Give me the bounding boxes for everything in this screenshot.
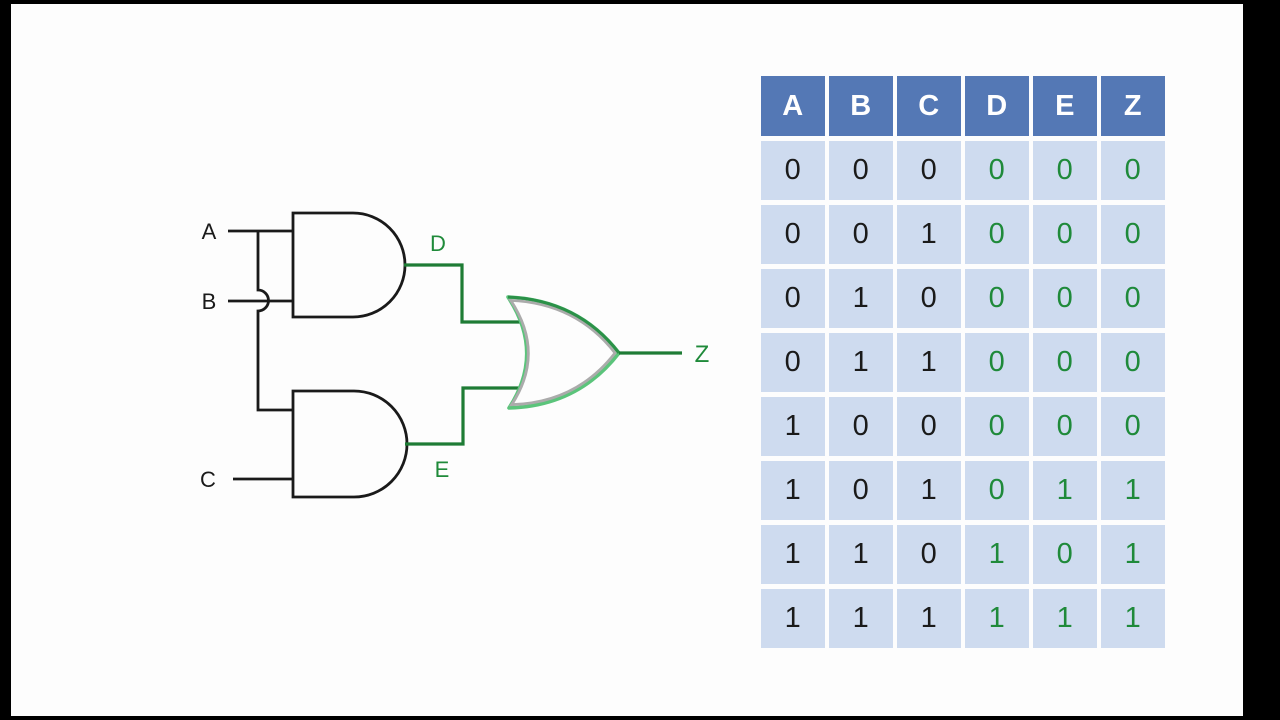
truth-table-cell-r5-c: 0 [897,396,961,456]
truth-table-header-z: Z [1101,76,1165,136]
truth-table-cell-r1-e: 0 [1033,140,1097,200]
truth-table-cell-r1-b: 0 [829,140,893,200]
truth-table-header-d: D [965,76,1029,136]
truth-table-cell-r3-b: 1 [829,268,893,328]
letterbox-bar-left [0,0,11,720]
truth-table-cell-r8-z: 1 [1101,588,1165,648]
truth-table-cell-r1-a: 0 [761,140,825,200]
truth-table-cell-r5-a: 1 [761,396,825,456]
truth-table-cell-r8-a: 1 [761,588,825,648]
truth-table-header-b: B [829,76,893,136]
truth-table-cell-r4-z: 0 [1101,332,1165,392]
and-gate-top [291,211,407,319]
wire-e [405,386,521,446]
truth-table-cell-r8-c: 1 [897,588,961,648]
truth-table-cell-r6-c: 1 [897,460,961,520]
truth-table-cell-r1-z: 0 [1101,140,1165,200]
truth-table-cell-r7-b: 1 [829,524,893,584]
wire-d [404,263,521,324]
letterbox-bar-bottom [0,716,1280,720]
truth-table-cell-r3-c: 0 [897,268,961,328]
truth-table-cell-r8-e: 1 [1033,588,1097,648]
label-wire-e: E [435,457,450,482]
truth-table-cell-r6-b: 0 [829,460,893,520]
and-gate-bottom [291,389,409,499]
label-input-a: A [202,219,217,244]
truth-table-cell-r4-b: 1 [829,332,893,392]
truth-table-cell-r2-d: 0 [965,204,1029,264]
truth-table-cell-r6-z: 1 [1101,460,1165,520]
truth-table-cell-r4-e: 0 [1033,332,1097,392]
truth-table-cell-r2-c: 1 [897,204,961,264]
truth-table-cell-r8-b: 1 [829,588,893,648]
truth-table-cell-r6-a: 1 [761,460,825,520]
truth-table-cell-r5-b: 0 [829,396,893,456]
truth-table-cell-r2-a: 0 [761,204,825,264]
label-input-b: B [202,289,217,314]
or-gate-top-edge [507,295,621,354]
truth-table-cell-r2-e: 0 [1033,204,1097,264]
truth-table-header-a: A [761,76,825,136]
truth-table-cell-r7-c: 0 [897,524,961,584]
truth-table-cell-r3-z: 0 [1101,268,1165,328]
truth-table-cell-r3-e: 0 [1033,268,1097,328]
truth-table-cell-r4-a: 0 [761,332,825,392]
label-output-z: Z [695,341,710,368]
letterbox-bar-right [1243,0,1280,720]
truth-table-cell-r4-d: 0 [965,332,1029,392]
truth-table-cell-r6-e: 1 [1033,460,1097,520]
truth-table-cell-r1-d: 0 [965,140,1029,200]
truth-table-header-c: C [897,76,961,136]
letterbox-bar-top [0,0,1280,4]
or-gate-shadow [508,298,617,407]
truth-table-cell-r8-d: 1 [965,588,1029,648]
truth-table-cell-r7-e: 0 [1033,524,1097,584]
truth-table-cell-r7-d: 1 [965,524,1029,584]
truth-table-cell-r4-c: 1 [897,332,961,392]
truth-table-cell-r1-c: 0 [897,140,961,200]
truth-table-cell-r5-d: 0 [965,396,1029,456]
truth-table-cell-r7-z: 1 [1101,524,1165,584]
or-gate [506,295,621,410]
truth-table-cell-r2-b: 0 [829,204,893,264]
wire-branch-a-with-hop [256,231,293,412]
truth-table-cell-r5-e: 0 [1033,396,1097,456]
truth-table-cell-r6-d: 0 [965,460,1029,520]
label-wire-d: D [430,231,446,256]
truth-table-cell-r5-z: 0 [1101,396,1165,456]
truth-table-cell-r3-a: 0 [761,268,825,328]
label-input-c: C [200,467,216,492]
truth-table-cell-r2-z: 0 [1101,204,1165,264]
truth-table-header-e: E [1033,76,1097,136]
truth-table-cell-r3-d: 0 [965,268,1029,328]
truth-table-cell-r7-a: 1 [761,524,825,584]
